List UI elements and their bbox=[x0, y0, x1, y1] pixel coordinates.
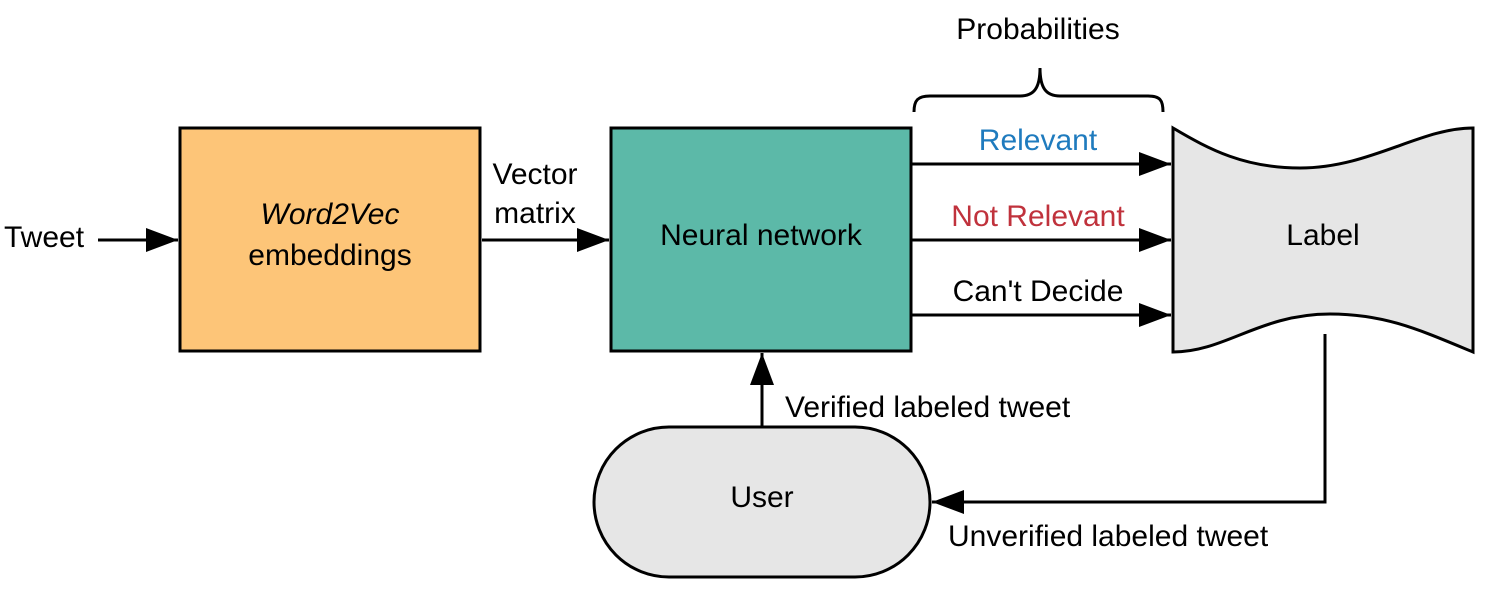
word2vec-box bbox=[178, 126, 482, 353]
label-document-label: Label bbox=[1286, 219, 1360, 252]
vector-label: Vector bbox=[492, 158, 578, 191]
relevant-label: Relevant bbox=[978, 124, 1098, 157]
neural-network-label: Neural network bbox=[660, 219, 862, 252]
word2vec-title: Word2Vec bbox=[260, 198, 400, 231]
label-document-shape bbox=[1171, 125, 1475, 355]
tweet-label: Tweet bbox=[4, 221, 85, 254]
cant-decide-label: Can't Decide bbox=[952, 275, 1124, 308]
probabilities-brace bbox=[912, 67, 1165, 113]
probabilities-label: Probabilities bbox=[956, 13, 1120, 46]
matrix-label: matrix bbox=[494, 197, 576, 230]
word2vec-subtitle: embeddings bbox=[248, 239, 412, 272]
not-relevant-label: Not Relevant bbox=[951, 200, 1125, 233]
neural-network-box bbox=[609, 126, 913, 353]
unverified-arrow bbox=[932, 334, 1327, 514]
verified-label: Verified labeled tweet bbox=[785, 391, 1071, 424]
user-label: User bbox=[730, 481, 794, 514]
unverified-label: Unverified labeled tweet bbox=[948, 520, 1269, 553]
